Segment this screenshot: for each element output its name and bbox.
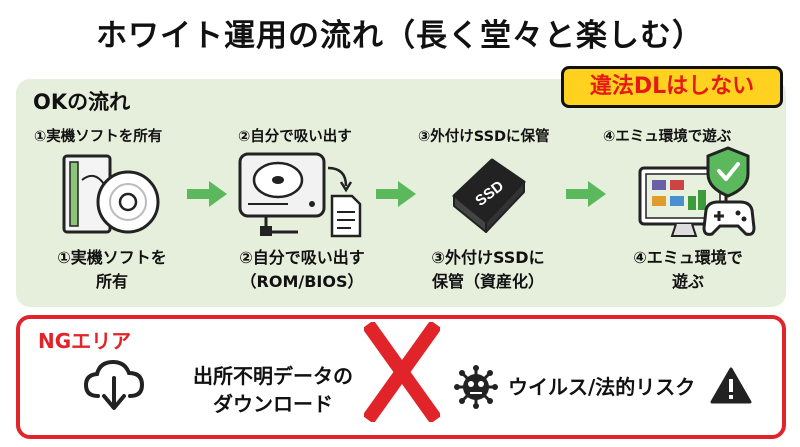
step-4-caption-line1: ④エミュ環境で: [633, 248, 743, 267]
flow-arrow-1-icon: [187, 181, 227, 207]
step-1-caption-line2: 所有: [95, 272, 128, 291]
step-3-caption-line2: 保管（資産化）: [431, 272, 544, 291]
ok-flow-heading: OKの流れ: [33, 90, 131, 114]
virus-legal-risk-text: ウイルス/法的リスク: [508, 375, 696, 399]
unknown-source-download-text: 出所不明データの ダウンロード: [158, 362, 388, 418]
step-1-caption: ①実機ソフトを 所有: [22, 246, 202, 294]
no-illegal-download-badge: 違法DLはしない: [561, 66, 783, 108]
monitor-shield-gamepad-icon: [638, 146, 756, 237]
step-3-caption-line1: ③外付けSSDに: [431, 248, 545, 267]
step-2-caption-line1: ②自分で吸い出す: [239, 248, 365, 267]
step-1-caption-line1: ①実機ソフトを: [57, 248, 167, 267]
step-4-label: ④エミュ環境で遊ぶ: [603, 129, 732, 145]
step-4-caption-line2: 遊ぶ: [671, 272, 704, 291]
step-2-caption: ②自分で吸い出す （ROM/BIOS）: [212, 246, 392, 294]
step-2-label: ②自分で吸い出す: [238, 129, 352, 145]
unknown-source-download-line1: 出所不明データの: [193, 364, 353, 388]
page-title: ホワイト運用の流れ（長く堂々と楽しむ）: [96, 18, 704, 54]
virus-icon: [454, 365, 498, 409]
big-red-cross-icon: [364, 322, 440, 422]
flow-arrow-2-icon: [376, 181, 416, 207]
unknown-source-download-line2: ダウンロード: [213, 392, 333, 416]
warning-icon: [710, 367, 752, 404]
disc-drive-icon: [238, 152, 362, 238]
ng-area-panel: [16, 315, 786, 439]
step-1-label: ①実機ソフトを所有: [34, 129, 163, 145]
step-3-label: ③外付けSSDに保管: [418, 129, 550, 145]
step-2-caption-line2: （ROM/BIOS）: [240, 272, 364, 291]
disc-case-icon: [62, 154, 160, 234]
step-3-caption: ③外付けSSDに 保管（資産化）: [398, 246, 578, 294]
ssd-icon: SSD: [452, 158, 526, 233]
flow-arrow-3-icon: [566, 181, 606, 207]
step-4-caption: ④エミュ環境で 遊ぶ: [598, 246, 778, 294]
ng-area-heading: NGエリア: [38, 329, 132, 353]
cloud-download-icon: [83, 359, 145, 410]
